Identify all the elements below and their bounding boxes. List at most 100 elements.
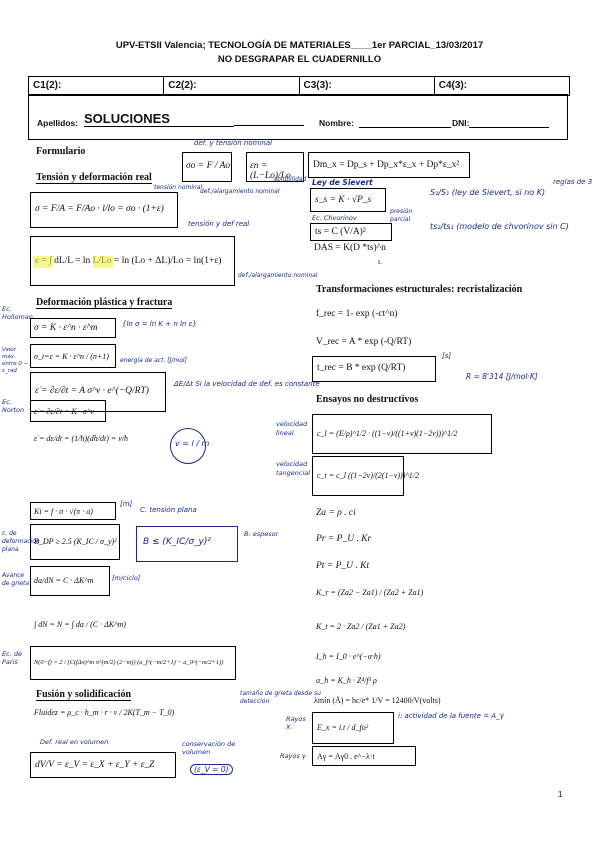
note-ec-chvorinov: Ec. Chvorinov (312, 214, 357, 222)
formula-box-cl: c_l = (E/ρ)^1/2 · ((1−ν)/((1+ν)(1−2ν)))^… (312, 414, 492, 454)
note-ss-ratio: S₂/S₁ (ley de Sievert, si no K) (430, 188, 546, 197)
exam-header-warning: NO DESGRAPAR EL CUADERNILLO (217, 54, 382, 65)
note-def-real-volumen: Def. real en volumen (40, 738, 109, 746)
note-vel-tangencial: velocidad tangencial (276, 460, 311, 477)
note-circle-v: v = l / m (170, 428, 209, 464)
eq-agamma: Aγ = Aγ0 . e^−λ·t (317, 752, 375, 761)
dni-field[interactable] (469, 127, 549, 128)
note-vel-lineal: velocidad lineal (276, 420, 308, 437)
eq-ex: E_x = i.t / d_fo² (317, 723, 369, 732)
note-c-def-plana: c. de deformación plana (2, 530, 40, 553)
formula-box-agamma: Aγ = Aγ0 . e^−λ·t (312, 746, 416, 766)
formula-box-ki: Ki = f · σ · √(π · a) (30, 502, 116, 520)
note-ec-holloman: Ec. Holloman (2, 305, 33, 321)
note-r-constant: R = 8'314 [J/mol·K] (466, 372, 538, 381)
note-reglas-de-3: reglas de 3 (553, 178, 593, 186)
score-cell-c2[interactable]: C2(2): (164, 77, 300, 95)
eq-ts: ts = C (V/A)² (315, 227, 366, 237)
formula-box-volume: dV/V = ε_V = ε_X + ε_Y + ε_Z (30, 752, 176, 778)
eq-creep: ε̇ = ∂ε/∂t = A σ^ν · e^(−Q/RT) (35, 386, 149, 396)
score-cell-c3[interactable]: C3(3): (300, 77, 435, 95)
eq-vrec: V_rec = A * exp (-Q/RT) (316, 337, 412, 347)
ensayos-title: Ensayos no destructivos (316, 394, 419, 405)
eq-frec: f_rec = 1- exp (-ct^n) (316, 309, 398, 319)
nombre-field[interactable] (359, 127, 451, 128)
formula-box-creep: ε̇ = ∂ε/∂t = A σ^ν · e^(−Q/RT) (30, 372, 166, 412)
note-velocidad-def: ΔE/Δt Si la velocidad de def. es constan… (174, 380, 320, 388)
note-presion-parcial: presión parcial (390, 208, 413, 223)
formula-box-bdp: B_DP ≥ 2.5 (K_IC / σ_y)² (30, 524, 120, 560)
eq-ki: Ki = f · σ · √(π · a) (34, 507, 93, 516)
note-ley-sievert: Ley de Sievert (312, 178, 373, 187)
tension-section-title: Tensión y deformación real (36, 172, 152, 184)
eq-sievert: s_s = K · √P_s (315, 195, 372, 205)
eq-das: DAS = K(D *ts)^n (314, 243, 386, 253)
exam-header-title: UPV-ETSII Valencia; TECNOLOGÍA DE MATERI… (115, 40, 484, 51)
apellidos-label: Apellidos: (37, 118, 79, 128)
highlight-epsilon (33, 256, 53, 268)
dni-label: DNI: (452, 118, 470, 128)
eq-trec: t_rec = B * exp (Q/RT) (317, 363, 406, 373)
note-ts-ratio: ts₂/ts₁ (modelo de chvorinov sin C) (430, 222, 569, 231)
eq-cl: c_l = (E/ρ)^1/2 · ((1−ν)/((1+ν)(1−2ν)))^… (317, 429, 458, 438)
note-c-tension-plana: C. tensión plana (140, 506, 197, 514)
note-ec-paris: Ec. de Paris (2, 650, 22, 666)
mark-l: L (378, 260, 382, 266)
plastica-section-title: Deformación plástica y fractura (36, 297, 173, 309)
eq-valor-maximo: σ_t=ε = K · ε^n / (n+1) (34, 352, 109, 361)
note-actividad: i: actividad de la fuente = A_γ (398, 712, 504, 720)
formula-box-crack-growth: da/dN = C · ΔK^m (30, 566, 110, 596)
eq-kr: K_r = (Za2 − Za1) / (Za2 + Za1) (316, 588, 424, 597)
formula-box-true-strain: ε = ∫ dL/L = ln L/Lo = ln (Lo + ΔL)/Lo =… (30, 236, 235, 286)
note-energia-activacion: energía de act. [J/mol] (120, 357, 187, 364)
apellidos-value[interactable]: SOLUCIONES (84, 111, 234, 127)
formula-box-paris: N(0−f) = 2 / (C(fΔσ)^m π^(m/2) (2−m)) (a… (30, 646, 236, 680)
note-holloman-ln: {ln σ = ln K + n ln ε} (122, 320, 197, 328)
note-def-alarg-2: def./alargamiento nominal (238, 272, 318, 279)
formulario-heading: Formulario (36, 146, 86, 157)
eq-ih: I_h = I_0 · e^(−α·h) (316, 652, 381, 661)
highlight-ln (93, 256, 113, 268)
note-def-alarg: def./alargamiento nominal (200, 188, 280, 195)
recristalizacion-title: Transformaciones estructurales: recrista… (316, 284, 523, 295)
note-avance-grieta: Avance de grieta (2, 572, 30, 587)
formula-box-holloman: σ = K · ε^n · ε̇^m (30, 318, 116, 338)
note-tension-def-real: tensión y def real (188, 220, 250, 228)
nombre-label: Nombre: (319, 118, 354, 128)
note-rayos-gamma: Rayos γ (280, 752, 306, 760)
formula-box-ct: c_t = c_l ((1−2ν)/(2(1−ν)))^1/2 (312, 456, 419, 496)
note-rayos-x: Rayos X (286, 715, 306, 731)
eq-integral-n: ∫ dN = N = ∫ da / (C · ΔK^m) (34, 620, 126, 629)
eq-kt: K_t = 2 · Za2 / (Za1 + Za2) (316, 622, 406, 631)
formula-box-max-value: σ_t=ε = K · ε^n / (n+1) (30, 344, 116, 368)
note-conservacion: conservación de volumen (182, 740, 236, 756)
eq-true-stress: σ = F/A = F/Ao · l/lo = σo · (1+ε) (35, 204, 164, 214)
score-grid: C1(2): C2(2): C3(3): C4(3): (28, 76, 570, 96)
formula-box-true-stress: σ = F/A = F/Ao · l/lo = σo · (1+ε) (30, 192, 178, 228)
score-cell-c1[interactable]: C1(2): (29, 77, 165, 95)
note-valor-maximo: Valor máx. entre 0 − ε_rad (2, 347, 29, 374)
note-ev-zero: (ε_V = 0) (190, 764, 233, 775)
formula-box-ex: E_x = i.t / d_fo² (312, 712, 394, 744)
note-tension-nominal: tensión nominal (154, 184, 203, 191)
page-number: 1 (558, 790, 563, 799)
eq-ct: c_t = c_l ((1−2ν)/(2(1−ν)))^1/2 (317, 471, 419, 480)
eq-norton: ε̇ = ∂ε/∂t = K · σ^ν (34, 407, 94, 416)
note-def-tension: def. y tensión nominal (194, 139, 273, 147)
note-ec-norton: Ec. Norton (2, 398, 25, 414)
note-m-ciclo: [m/ciclo] (112, 574, 141, 582)
formula-box-trec: t_rec = B * exp (Q/RT) (312, 356, 436, 382)
note-s-unit: [s] (442, 352, 452, 360)
score-cell-c4[interactable]: C4(3): (438, 80, 468, 91)
apellidos-line (234, 125, 304, 126)
eq-volumen: dV/V = ε_V = ε_X + ε_Y + ε_Z (35, 760, 155, 770)
student-info-box: Apellidos: SOLUCIONES Nombre: DNI: (28, 94, 568, 140)
eq-crack-growth: da/dN = C · ΔK^m (34, 576, 94, 585)
eq-fluidez: Fluidez = ρ_c · h_m · r · v / 2K(T_m − T… (34, 708, 175, 717)
eq-za: Za = ρ . ci (316, 508, 356, 518)
eq-strain-rate: ε̇ = dε/dt = (1/h)(dh/dt) = v/h (34, 434, 129, 443)
note-solubilidad: solubilidad (274, 176, 307, 183)
eq-pt: Pt = P_U . Kt (316, 561, 370, 571)
note-tamano-grieta: tamaño de grieta desde su detección (240, 690, 321, 705)
eq-holloman: σ = K · ε^n · ε̇^m (34, 323, 98, 333)
